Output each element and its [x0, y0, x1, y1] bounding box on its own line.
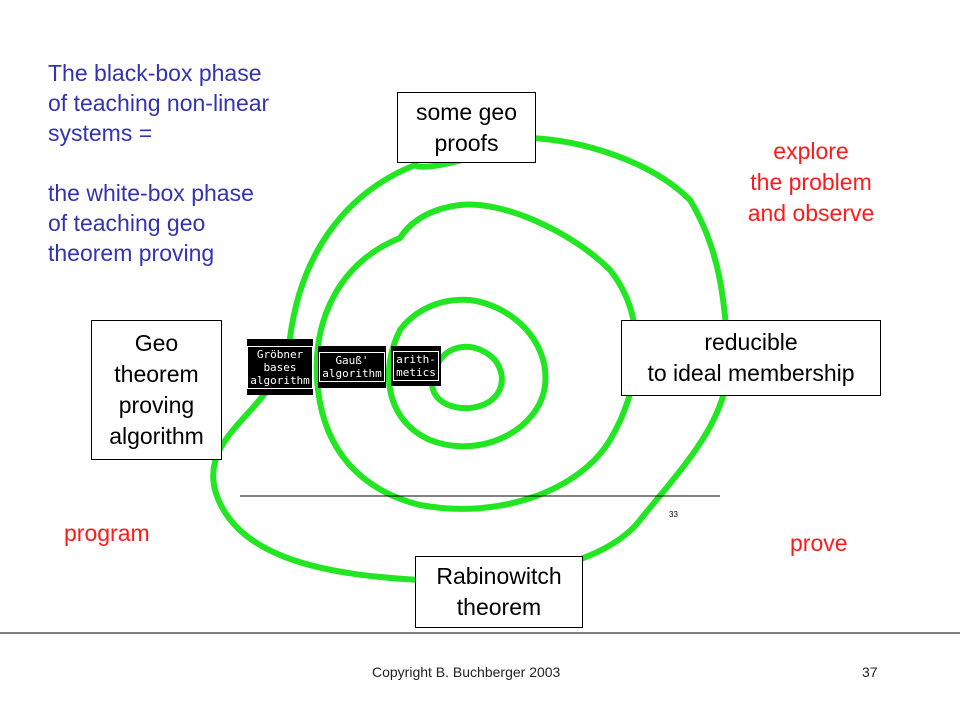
- box-some-geo-proofs: some geo proofs: [397, 92, 536, 163]
- box-reducible-text: reducible to ideal membership: [647, 329, 855, 386]
- label-program: program: [64, 520, 150, 546]
- intro-text: The black-box phase of teaching non-line…: [48, 60, 270, 266]
- box-rabinowitch: Rabinowitch theorem: [415, 556, 583, 628]
- box-geo-algorithm: Geo theorem proving algorithm: [91, 320, 222, 460]
- label-prove: prove: [790, 530, 848, 556]
- box-groebner-text: Gröbner bases algorithm: [247, 345, 313, 389]
- box-geo-algorithm-text: Geo theorem proving algorithm: [109, 330, 204, 449]
- box-reducible: reducible to ideal membership: [621, 320, 881, 396]
- box-some-geo-proofs-text: some geo proofs: [415, 98, 517, 156]
- box-gauss: Gauß' algorithm: [318, 346, 386, 388]
- footer-page-number: 37: [862, 664, 878, 680]
- box-gauss-text: Gauß' algorithm: [319, 352, 385, 382]
- box-rabinowitch-text: Rabinowitch theorem: [436, 563, 562, 620]
- box-groebner: Gröbner bases algorithm: [247, 339, 313, 395]
- box-arith: arith- metics: [391, 346, 441, 386]
- footer-copyright: Copyright B. Buchberger 2003: [372, 664, 561, 680]
- box-arith-text: arith- metics: [393, 351, 439, 381]
- label-explore: explore the problem and observe: [747, 138, 875, 226]
- small-page-number: 33: [669, 510, 678, 519]
